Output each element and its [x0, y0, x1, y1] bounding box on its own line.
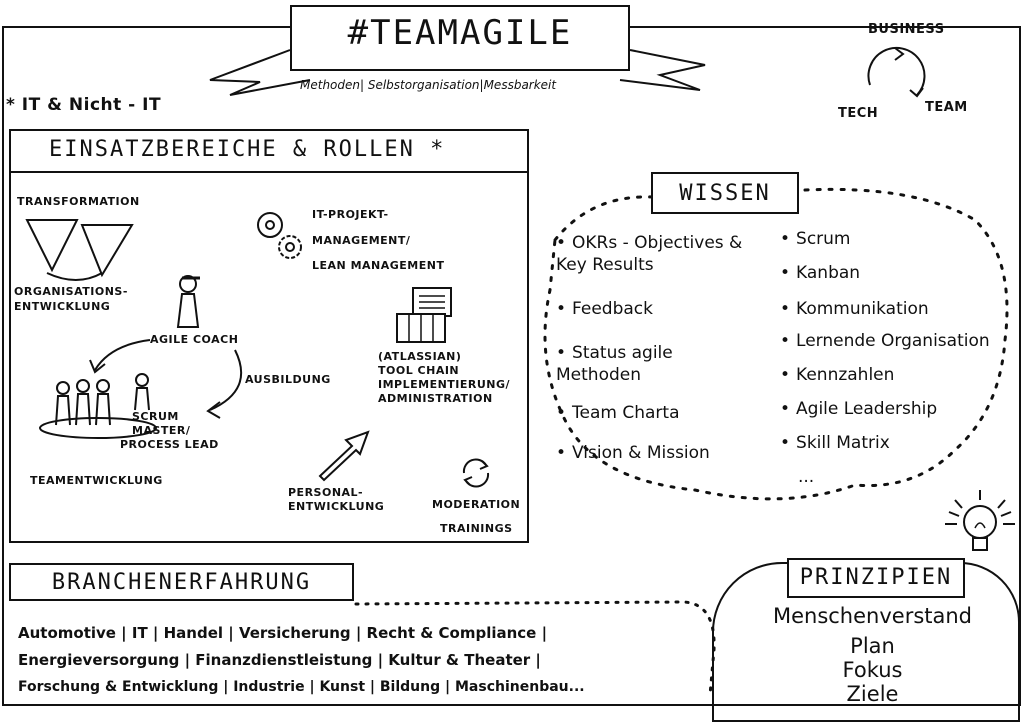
- page-title: #TEAMAGILE: [347, 13, 573, 53]
- roles-panel: [9, 129, 529, 543]
- wissen-item: ...: [798, 467, 815, 487]
- wissen-item: Skill Matrix: [780, 432, 890, 454]
- wissen-item: Lernende Organisation: [780, 330, 990, 352]
- label-transformation: TRANSFORMATION: [17, 195, 140, 208]
- label-tool-line4: ADMINISTRATION: [378, 392, 493, 405]
- label-agile-coach: AGILE COACH: [150, 333, 239, 346]
- label-pm-line1: IT-PROJEKT-: [312, 208, 389, 221]
- label-moderation-line2: TRAININGS: [440, 522, 513, 535]
- refresh-cycle-icon: [462, 458, 490, 488]
- branchen-line-1: Automotive | IT | Handel | Versicherung …: [18, 624, 548, 642]
- banner-ribbons: [209, 49, 706, 96]
- agile-coach-figure-icon: [176, 275, 200, 328]
- gears-icon: [257, 212, 302, 259]
- label-scrum-line1: SCRUM: [132, 410, 179, 423]
- wissen-item: Vision & Mission: [556, 442, 710, 464]
- wissen-cloud-outline: [543, 187, 1009, 501]
- label-tool-line2: TOOL CHAIN: [378, 364, 460, 377]
- label-pm-line2: MANAGEMENT/: [312, 234, 411, 247]
- wissen-item: Kanban: [780, 262, 860, 284]
- prinzipien-heading: PRINZIPIEN: [799, 565, 953, 590]
- wissen-item: Kommunikation: [780, 298, 929, 320]
- cycle-label-team: TEAM: [925, 100, 968, 115]
- wissen-heading: WISSEN: [679, 181, 771, 206]
- lightbulb-icon: [945, 490, 1015, 551]
- wissen-item: Team Charta: [556, 402, 679, 424]
- prinzip-item: Ziele: [846, 682, 899, 706]
- label-personal-line1: PERSONAL-: [288, 486, 364, 499]
- wissen-item: Agile Leadership: [780, 398, 937, 420]
- label-scrum-line3: PROCESS LEAD: [120, 438, 219, 451]
- branchen-heading-box: BRANCHENERFAHRUNG: [9, 563, 354, 601]
- wissen-item: Feedback: [556, 298, 653, 320]
- prinzip-item: Fokus: [842, 658, 903, 682]
- scope-note: * IT & Nicht - IT: [6, 95, 162, 115]
- label-tool-line1: (ATLASSIAN): [378, 350, 462, 363]
- branchen-dotted-outline: [354, 600, 716, 697]
- label-org-line2: ENTWICKLUNG: [14, 300, 111, 313]
- label-scrum-line2: MASTER/: [132, 424, 191, 437]
- label-tool-line3: IMPLEMENTIERUNG/: [378, 378, 511, 391]
- label-pm-line3: LEAN MANAGEMENT: [312, 259, 445, 272]
- branchen-line-2: Energieversorgung | Finanzdienstleistung…: [18, 651, 541, 669]
- team-figures-icon: [39, 373, 157, 439]
- cycle-label-tech: TECH: [838, 106, 879, 121]
- wissen-heading-box: WISSEN: [651, 172, 799, 214]
- page-subtitle: Methoden| Selbstorganisation|Messbarkeit: [300, 78, 557, 92]
- transformation-triangles-icon: [25, 219, 134, 281]
- wissen-item: Status agile Methoden: [556, 342, 716, 386]
- wissen-item: Kennzahlen: [780, 364, 894, 386]
- label-org-line1: ORGANISATIONS-: [14, 285, 128, 298]
- document-board-icon: [396, 287, 452, 343]
- branchen-line-3: Forschung & Entwicklung | Industrie | Ku…: [18, 679, 585, 695]
- title-banner: #TEAMAGILE: [290, 5, 630, 71]
- prinzip-item: Plan: [850, 634, 895, 658]
- wissen-item: OKRs - Objectives & Key Results: [556, 232, 766, 276]
- branchen-heading: BRANCHENERFAHRUNG: [51, 570, 312, 595]
- label-ausbildung: AUSBILDUNG: [245, 373, 331, 386]
- growth-arrow-icon: [318, 430, 370, 482]
- label-teamentwicklung: TEAMENTWICKLUNG: [30, 474, 163, 487]
- roles-heading: EINSATZBEREICHE & ROLLEN *: [49, 137, 446, 162]
- label-personal-line2: ENTWICKLUNG: [288, 500, 385, 513]
- prinzip-item: Menschenverstand: [772, 604, 973, 628]
- wissen-item: Scrum: [780, 228, 850, 250]
- prinzipien-heading-box: PRINZIPIEN: [787, 558, 965, 598]
- label-moderation-line1: MODERATION: [432, 498, 521, 511]
- cycle-arrows-icon: [867, 46, 926, 98]
- flow-arrows-icon: [89, 339, 243, 419]
- cycle-label-business: BUSINESS: [868, 22, 945, 37]
- roles-heading-bar: EINSATZBEREICHE & ROLLEN *: [9, 129, 529, 173]
